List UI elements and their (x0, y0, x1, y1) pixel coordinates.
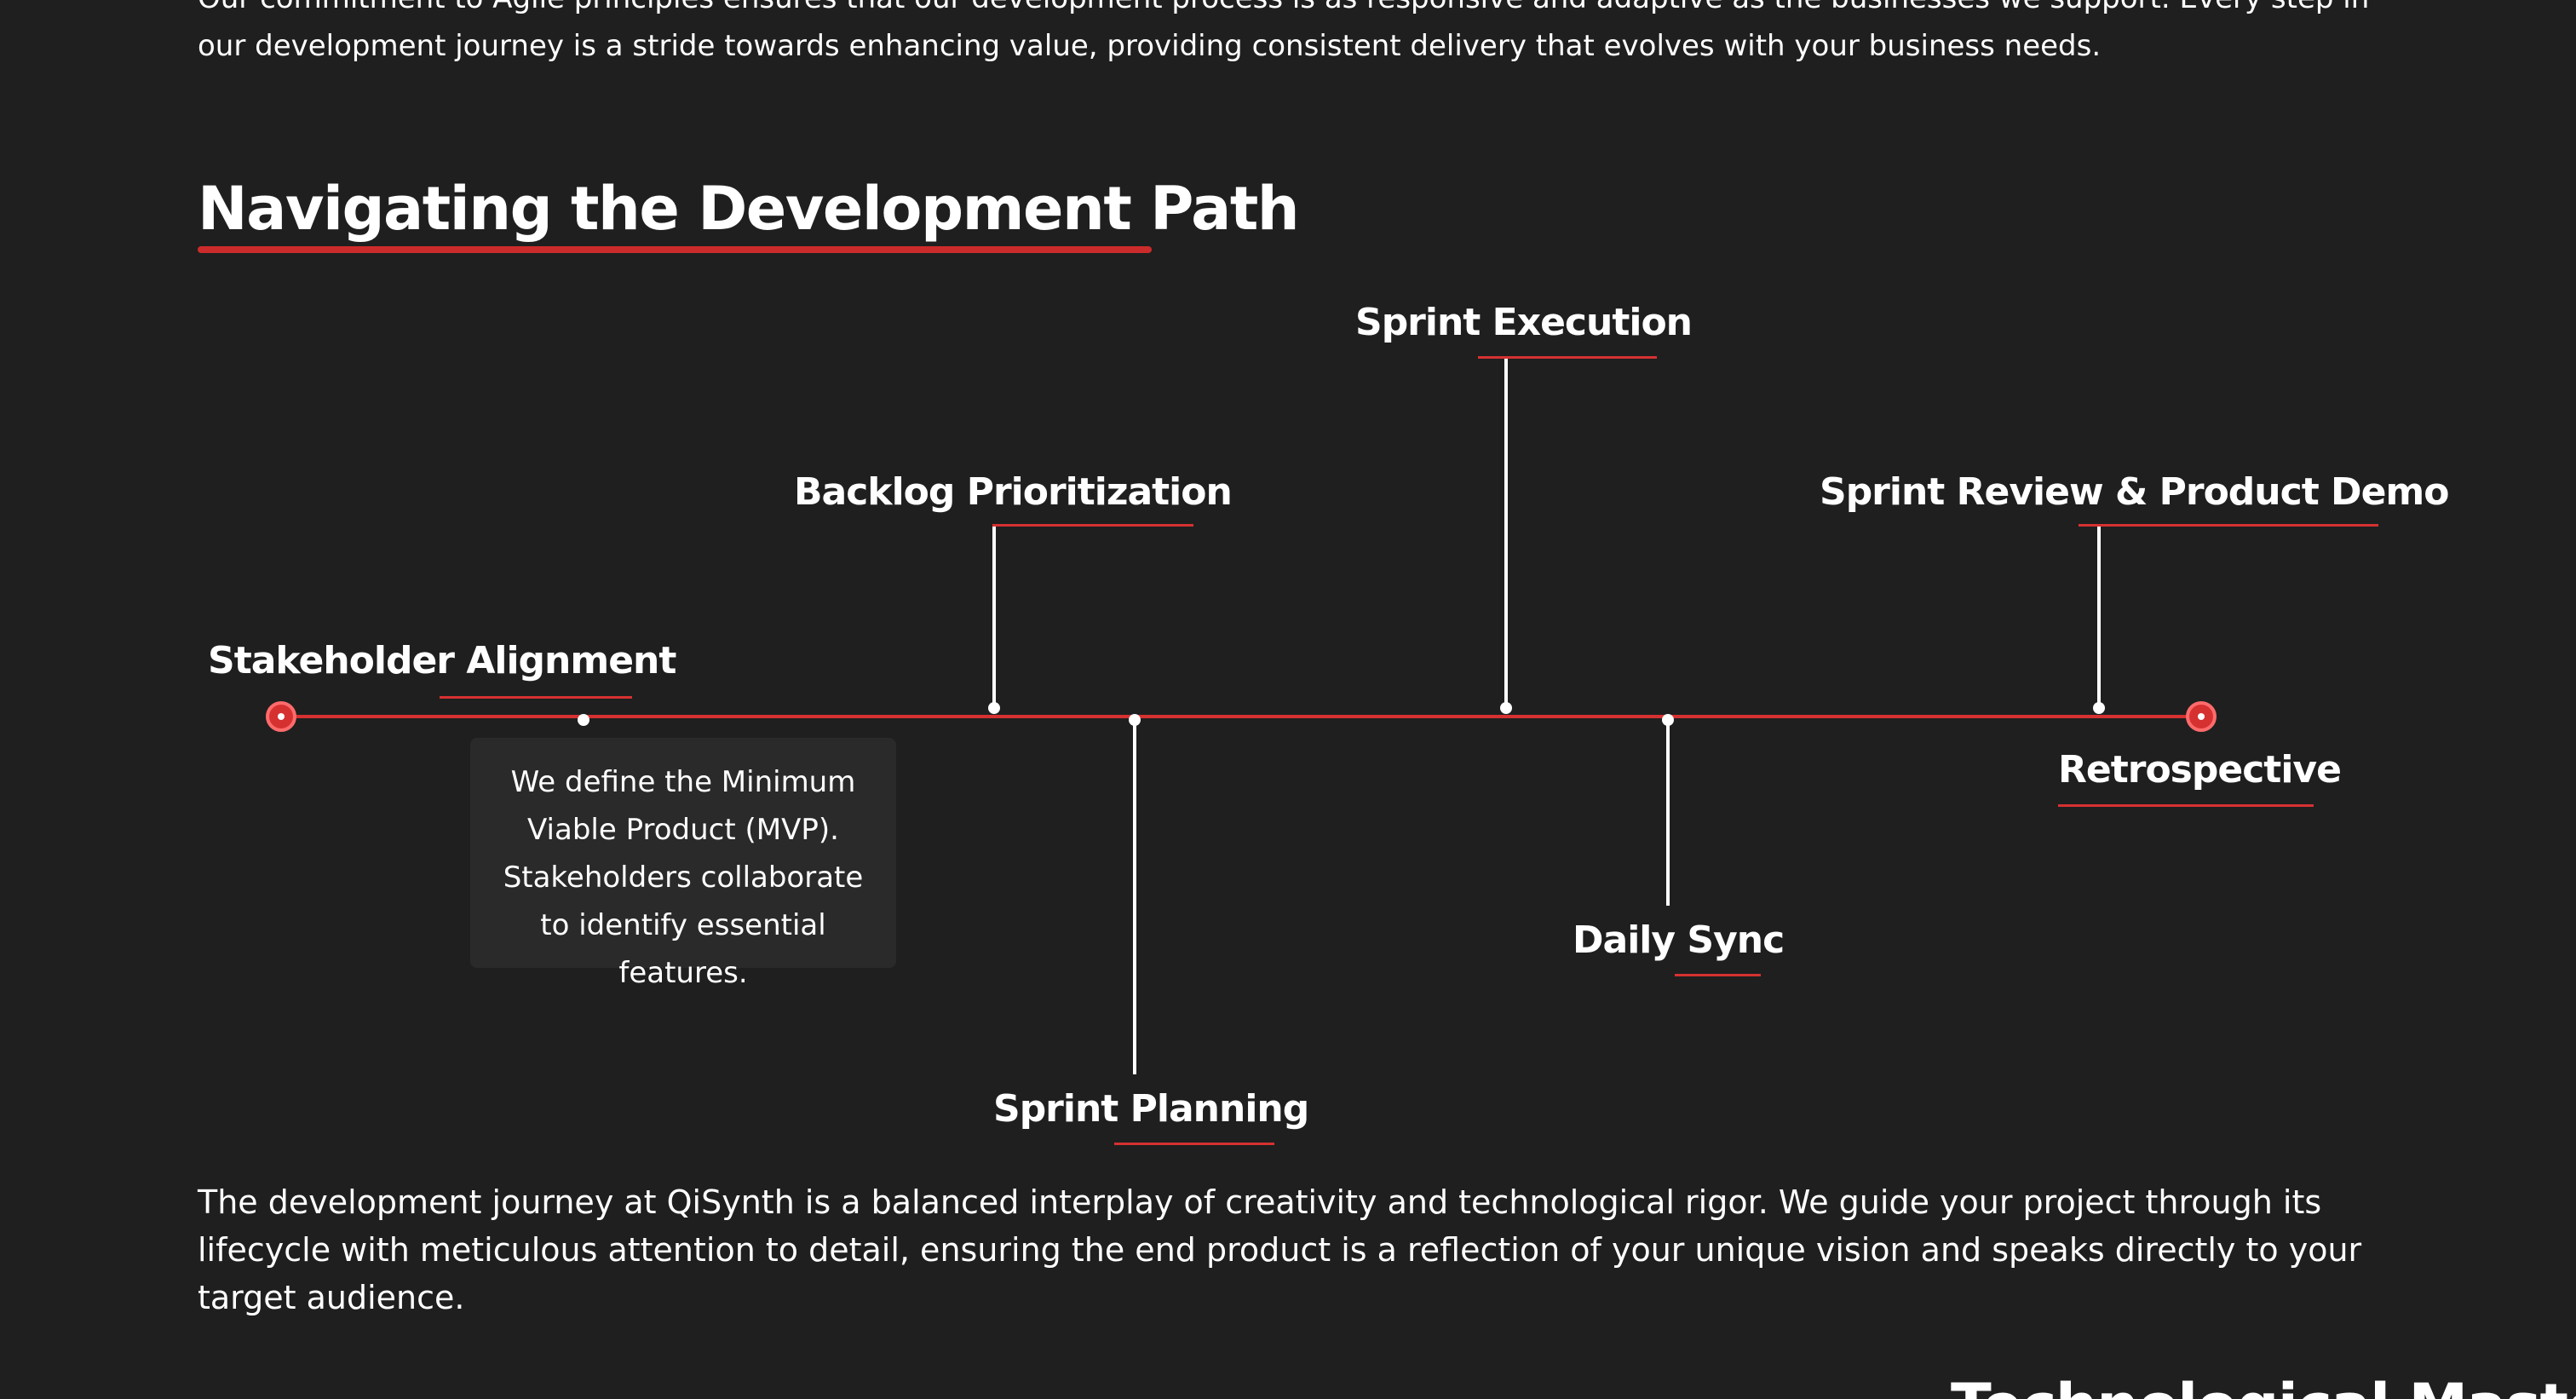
timeline-node (578, 714, 589, 726)
label-underline (440, 696, 632, 699)
timeline-label-backlog-prioritization[interactable]: Backlog Prioritization (794, 470, 1233, 514)
timeline-label-stakeholder-alignment[interactable]: Stakeholder Alignment (208, 639, 676, 682)
timeline-connector (1504, 358, 1508, 709)
timeline-node (988, 702, 1000, 714)
label-underline (2058, 804, 2314, 807)
timeline-label-sprint-review-product-demo[interactable]: Sprint Review & Product Demo (1820, 470, 2449, 514)
timeline-node (1500, 702, 1512, 714)
timeline-label-sprint-planning[interactable]: Sprint Planning (993, 1087, 1309, 1131)
outro-paragraph: The development journey at QiSynth is a … (198, 1183, 2362, 1316)
label-underline (1675, 974, 1761, 976)
timeline-node (1129, 714, 1141, 726)
next-section-title: Technological Mastery (1951, 1367, 2576, 1399)
timeline-connector (1666, 720, 1670, 906)
label-underline (992, 524, 1193, 527)
timeline-start-marker (266, 701, 296, 732)
timeline-node (1662, 714, 1674, 726)
timeline-node (2093, 702, 2105, 714)
timeline-label-sprint-execution[interactable]: Sprint Execution (1355, 301, 1693, 344)
section-title-underline (198, 246, 1152, 253)
timeline-connector (1133, 720, 1136, 1074)
label-underline (2079, 524, 2378, 527)
label-underline (1478, 356, 1657, 359)
timeline-line (281, 715, 2202, 718)
label-underline (1114, 1143, 1274, 1145)
section-title: Navigating the Development Path (198, 174, 1300, 244)
timeline-connector (2097, 526, 2101, 710)
timeline-end-marker (2186, 701, 2217, 732)
timeline-connector (992, 526, 996, 710)
intro-paragraph: Our commitment to Agile principles ensur… (198, 0, 2369, 63)
timeline-label-retrospective[interactable]: Retrospective (2058, 748, 2342, 792)
stakeholder-alignment-tooltip: We define the Minimum Viable Product (MV… (470, 738, 896, 990)
timeline-label-daily-sync[interactable]: Daily Sync (1573, 918, 1785, 962)
